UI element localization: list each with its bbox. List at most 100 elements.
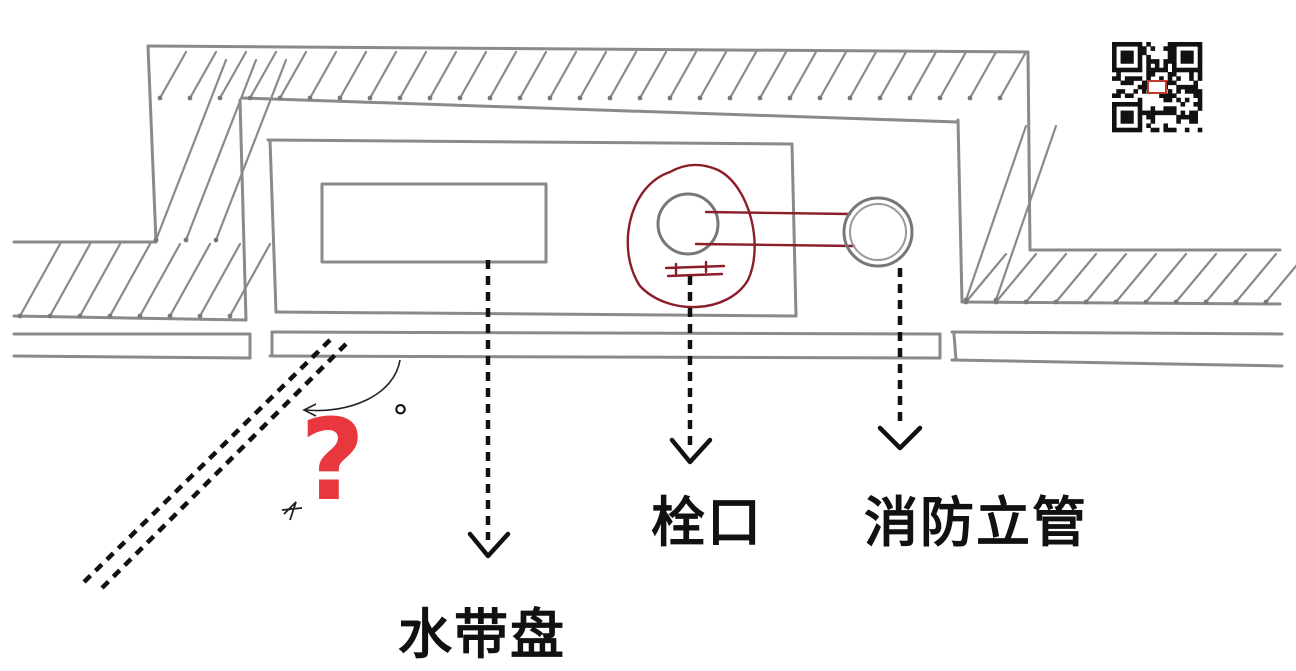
qr-module [1150, 67, 1156, 73]
qr-module [1172, 50, 1177, 56]
qr-module [1197, 72, 1203, 77]
qr-module [1129, 93, 1134, 99]
qr-module [1189, 89, 1194, 94]
qr-module [1112, 119, 1117, 124]
qr-module [1172, 93, 1177, 99]
qr-module [1189, 72, 1194, 77]
hatch-line [278, 50, 308, 100]
qr-module [1167, 76, 1173, 81]
qr-module [1146, 63, 1151, 69]
qr-module [1163, 110, 1169, 116]
qr-module [1167, 127, 1173, 133]
hatch-dot [137, 313, 143, 319]
hatch-line [458, 50, 488, 100]
qr-module [1184, 50, 1190, 56]
qr-module [1124, 127, 1130, 133]
qr-module [1193, 119, 1199, 124]
hydrant-outlet-label: 栓口 [651, 491, 763, 554]
hatch-dot [1263, 299, 1269, 305]
qr-module [1137, 97, 1143, 103]
hatch-dot [197, 313, 203, 319]
hatch-dot [937, 95, 943, 101]
hatch-dot [213, 237, 219, 243]
qr-module [1112, 50, 1117, 56]
hatch-line [1114, 252, 1158, 304]
hatch-line [48, 242, 92, 318]
qr-module [1184, 42, 1190, 47]
qr-module [1129, 127, 1134, 133]
qr-module [1163, 46, 1169, 51]
fire-riser-pipe [842, 196, 914, 268]
qr-module [1146, 110, 1151, 116]
hatch-dot [247, 95, 253, 101]
hatch-dot [217, 95, 223, 101]
fire-riser-label: 消防立管 [864, 491, 1088, 554]
qr-module [1137, 119, 1143, 124]
qr-module [1197, 89, 1203, 94]
qr-module [1193, 84, 1199, 90]
qr-module [1137, 123, 1143, 129]
qr-module [1112, 67, 1117, 73]
qr-module [1129, 67, 1134, 73]
hatch-dot [993, 297, 999, 303]
qr-module [1150, 127, 1156, 133]
hatch-line [938, 50, 968, 100]
qr-module [1193, 67, 1199, 73]
qr-module [1167, 110, 1173, 116]
qr-module [1176, 119, 1181, 124]
qr-module [1150, 114, 1156, 120]
hatch-line [518, 50, 548, 100]
hatch-line [994, 252, 1038, 304]
hatch-line [338, 50, 368, 100]
qr-module [1176, 89, 1181, 94]
qr-module [1163, 97, 1169, 103]
qr-module [1150, 72, 1156, 77]
qr-module [1142, 110, 1147, 116]
qr-module [1197, 59, 1203, 64]
qr-module [1146, 76, 1151, 81]
hatch-dot [397, 95, 403, 101]
hatch-dot [183, 237, 189, 243]
qr-module [1197, 67, 1203, 73]
qr-module [1116, 89, 1121, 94]
qr-module [1163, 127, 1169, 133]
qr-module [1163, 93, 1169, 99]
qr-module [1150, 119, 1156, 124]
qr-module [1112, 46, 1117, 51]
qr-module [1189, 54, 1194, 60]
qr-module [1112, 76, 1117, 81]
qr-module [1193, 102, 1199, 107]
hatch-dot [547, 95, 553, 101]
hatch-line [188, 50, 218, 100]
degree-symbol: ° [392, 398, 409, 438]
qr-module [1120, 42, 1126, 47]
hatch-line [878, 50, 908, 100]
qr-module [1142, 50, 1147, 56]
qr-module [1129, 42, 1134, 47]
qr-module [1176, 97, 1181, 103]
qr-module [1180, 50, 1186, 56]
qr-module [1172, 59, 1177, 64]
hatch-line [908, 50, 938, 100]
hatch-line [184, 58, 258, 242]
qr-module [1172, 106, 1177, 111]
qr-module [1180, 67, 1186, 73]
qr-module [1197, 42, 1203, 47]
hatch-line [108, 242, 152, 318]
hatch-line [428, 50, 458, 100]
hatch-line [1264, 264, 1296, 304]
hatch-line [1024, 252, 1068, 304]
qr-module [1137, 54, 1143, 60]
qr-module [1112, 54, 1117, 60]
qr-module [1137, 42, 1143, 47]
qr-module [1167, 93, 1173, 99]
door-swing [78, 338, 401, 592]
hatch-line [1084, 252, 1128, 304]
qr-module [1180, 84, 1186, 90]
hatch-dot [307, 95, 313, 101]
qr-module [1176, 114, 1181, 120]
hatch-dot [47, 313, 53, 319]
qr-module [1146, 123, 1151, 129]
qr-module [1116, 127, 1121, 133]
qr-module [1193, 93, 1199, 99]
